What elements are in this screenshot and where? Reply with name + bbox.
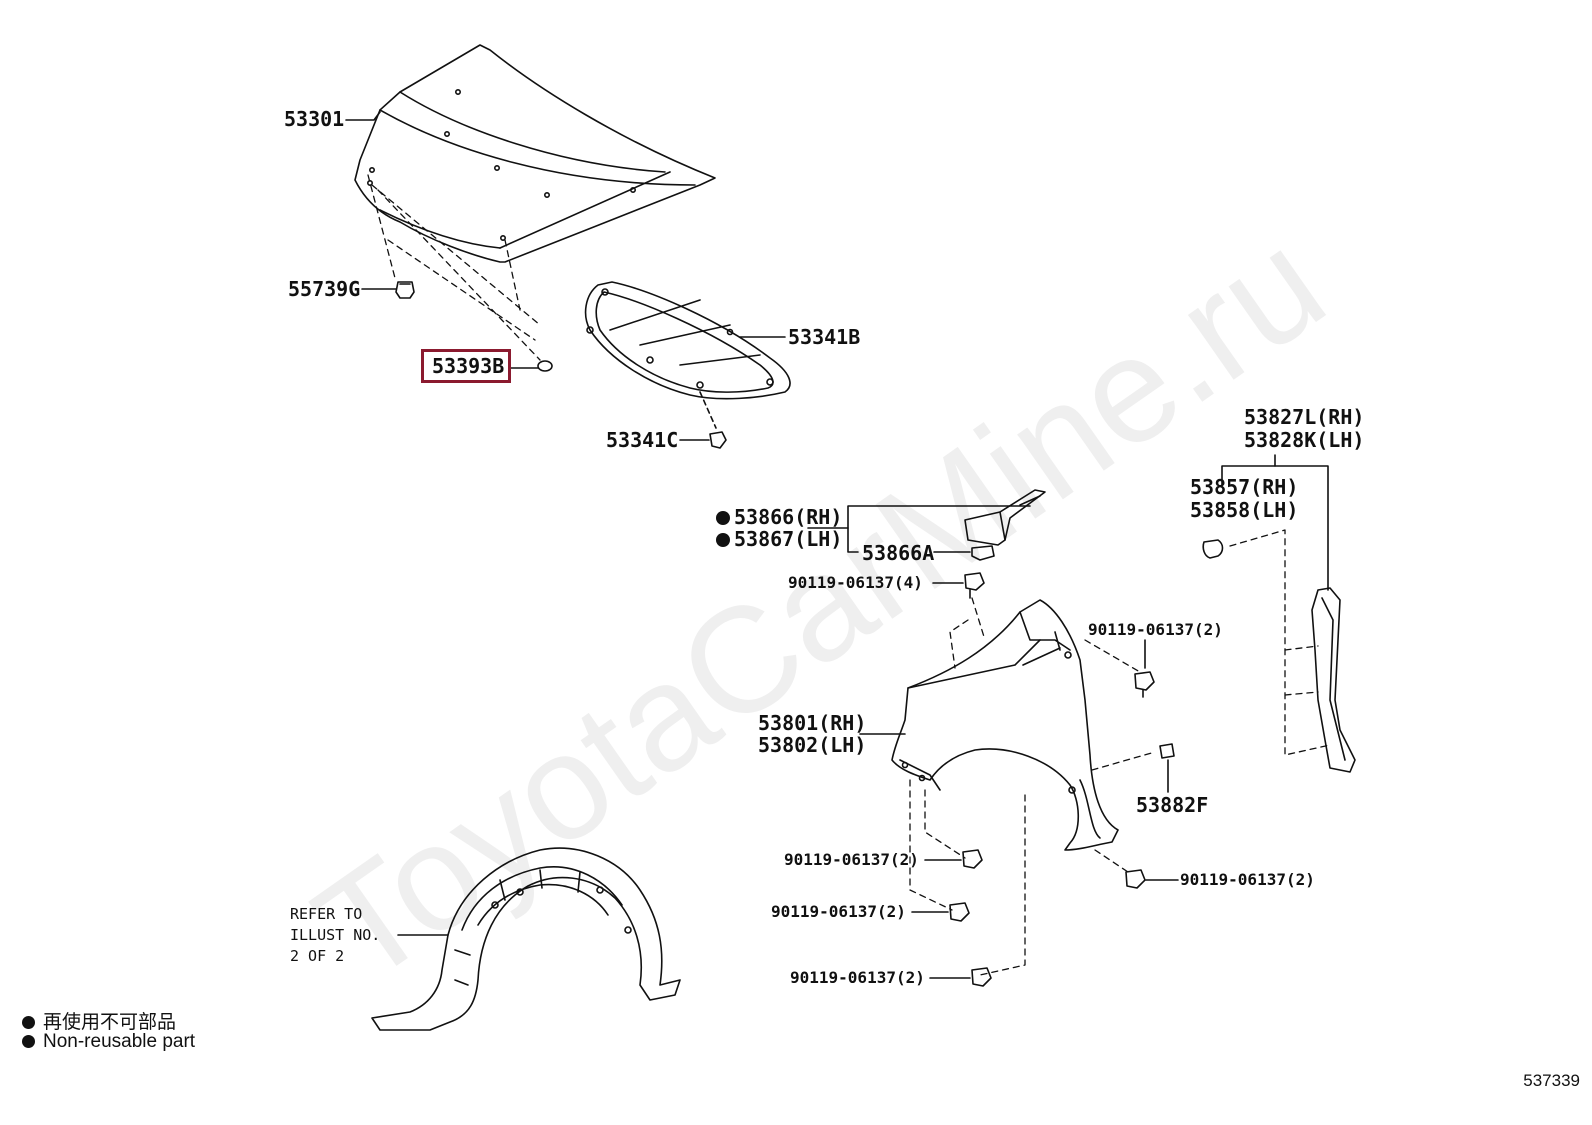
dashed-seal: [1229, 529, 1331, 756]
label-bracket-lh-text: 53867(LH): [734, 527, 843, 551]
fender-liner-part[interactable]: [371, 847, 681, 1031]
label-bolt-2-d: 90119-06137(2): [1180, 870, 1315, 889]
refer-note: REFER TO ILLUST NO. 2 OF 2: [290, 905, 381, 965]
bolt-90119-2-top[interactable]: [1134, 671, 1155, 698]
label-fender-pad: 53882F: [1136, 793, 1209, 817]
fender-pad-part[interactable]: [1159, 743, 1175, 759]
legend-jp-text: 再使用不可部品: [43, 1012, 177, 1033]
dashed-bolt-2-top: [1084, 639, 1141, 673]
label-hood-cushion: 55739G: [288, 277, 361, 301]
bolt-90119-4[interactable]: [964, 572, 985, 599]
label-hood: 53301: [284, 107, 345, 131]
legend-bullet-icon: [22, 1016, 35, 1029]
label-insulator-clip: 53341C: [606, 428, 679, 452]
bolt-90119-2-c[interactable]: [971, 967, 992, 987]
bracket-clip-part[interactable]: [971, 545, 995, 561]
insulator-clip-part[interactable]: [709, 431, 727, 449]
label-bracket-rh: 53866(RH): [716, 506, 842, 528]
leader-53301: [345, 111, 381, 121]
legend-bullet-icon: [22, 1035, 35, 1048]
label-bolt-2-b: 90119-06137(2): [771, 902, 906, 921]
legend-jp: 再使用不可部品: [22, 1007, 176, 1034]
fender-seal-part[interactable]: [1311, 587, 1356, 773]
hood-seal-part[interactable]: [537, 360, 553, 372]
hood-dashed-leaders: [367, 174, 541, 361]
label-bolt-4: 90119-06137(4): [788, 573, 923, 592]
label-fender-lh: 53802(LH): [758, 733, 867, 757]
parts-diagram: [345, 44, 1356, 1031]
front-fender-part[interactable]: [891, 599, 1119, 851]
fender-bracket-part[interactable]: [964, 489, 1046, 546]
non-reusable-bullet-icon: [716, 511, 730, 525]
bolt-90119-2-b[interactable]: [949, 902, 970, 922]
dashed-fender-lower: [909, 779, 1129, 976]
label-seal-rh: 53827L(RH): [1244, 405, 1365, 429]
label-bolt-2-top: 90119-06137(2): [1088, 620, 1223, 639]
dashed-bolt-4: [949, 597, 986, 669]
label-bracket-lh: 53867(LH): [716, 528, 842, 550]
non-reusable-bullet-icon: [716, 533, 730, 547]
label-bracket-rh-text: 53866(RH): [734, 505, 843, 529]
label-clip-rh: 53857(RH): [1190, 475, 1299, 499]
label-fender-rh: 53801(RH): [758, 711, 867, 735]
label-clip-lh: 53858(LH): [1190, 498, 1299, 522]
legend-en-text: Non-reusable part: [43, 1031, 196, 1052]
label-bolt-2-a: 90119-06137(2): [784, 850, 919, 869]
dashed-53341C: [699, 391, 717, 429]
label-bracket-sub: 53866A: [862, 541, 935, 565]
label-bolt-2-c: 90119-06137(2): [790, 968, 925, 987]
figure-number: 537339: [1523, 1071, 1580, 1090]
bolt-90119-2-d[interactable]: [1125, 869, 1146, 889]
label-hood-seal[interactable]: 53393B: [432, 354, 505, 378]
label-seal-lh: 53828K(LH): [1244, 428, 1365, 452]
hood-insulator-part[interactable]: [584, 281, 791, 400]
bolt-90119-2-a[interactable]: [962, 849, 983, 869]
leader-53866A: [847, 527, 859, 553]
legend-en: Non-reusable part: [22, 1031, 195, 1053]
highlight-box-53393B[interactable]: [421, 349, 511, 383]
hood-cushion-part[interactable]: [395, 281, 415, 299]
hood-panel[interactable]: [354, 44, 716, 263]
dashed-53882F: [1091, 751, 1156, 771]
leader-53866-bracket: [807, 505, 1031, 529]
seal-clip-part[interactable]: [1202, 539, 1224, 559]
label-hood-insulator: 53341B: [788, 325, 861, 349]
